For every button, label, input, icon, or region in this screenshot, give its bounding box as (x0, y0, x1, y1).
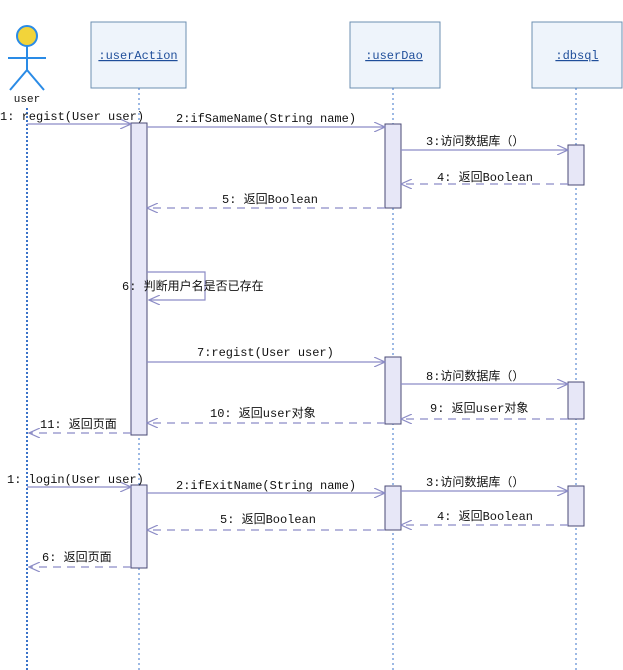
message-label: 7:regist(User user) (197, 346, 334, 360)
message-label: 8:访问数据库（） (426, 368, 524, 384)
message-label: 6: 返回页面 (42, 550, 112, 565)
message-5-return-boolean[interactable]: 5: 返回Boolean (147, 512, 385, 530)
object-userDao[interactable]: :userDao (349, 21, 441, 89)
message-label: 10: 返回user对象 (210, 406, 316, 421)
object-label: :dbsql (555, 49, 598, 63)
message-1-regist[interactable]: 1: regist(User user) (0, 110, 144, 124)
activation-bar (384, 485, 402, 531)
message-label: 1: regist(User user) (0, 110, 144, 124)
message-label: 4: 返回Boolean (437, 509, 533, 524)
message-10-return-user[interactable]: 10: 返回user对象 (147, 406, 385, 423)
message-label: 3:访问数据库（） (426, 474, 524, 490)
object-userAction[interactable]: :userAction (90, 21, 187, 89)
message-6-self-check[interactable]: 6: 判断用户名是否已存在 (122, 271, 264, 300)
activation-bar (384, 123, 402, 209)
message-1-login[interactable]: 1: login(User user) (7, 473, 144, 487)
activation-bar (567, 485, 585, 527)
message-3-access-db[interactable]: 3:访问数据库（） (401, 133, 568, 150)
message-label: 1: login(User user) (7, 473, 144, 487)
message-label: 5: 返回Boolean (222, 192, 318, 207)
message-label: 2:ifSameName(String name) (176, 112, 356, 126)
actor-label: user (14, 94, 40, 106)
object-label: :userAction (98, 49, 177, 63)
message-2-ifSameName[interactable]: 2:ifSameName(String name) (147, 112, 385, 127)
message-7-regist[interactable]: 7:regist(User user) (147, 346, 385, 362)
message-9-return-user[interactable]: 9: 返回user对象 (401, 401, 568, 419)
activation-bar (130, 484, 148, 569)
message-label: 4: 返回Boolean (437, 170, 533, 185)
message-3-access-db[interactable]: 3:访问数据库（） (401, 474, 568, 491)
activation-bar (384, 356, 402, 425)
object-dbsql[interactable]: :dbsql (531, 21, 623, 89)
message-label: 9: 返回user对象 (430, 401, 528, 416)
message-label: 3:访问数据库（） (426, 133, 524, 149)
message-label: 6: 判断用户名是否已存在 (122, 278, 264, 294)
activation-bar (567, 381, 585, 420)
activation-bar (130, 122, 148, 436)
activation-bar (567, 144, 585, 186)
message-2-ifExitName[interactable]: 2:ifExitName(String name) (147, 479, 385, 493)
message-4-return-boolean[interactable]: 4: 返回Boolean (401, 509, 568, 525)
message-6-return-page[interactable]: 6: 返回页面 (29, 550, 131, 567)
message-label: 11: 返回页面 (40, 417, 117, 432)
stick-figure-actor-icon (8, 25, 46, 91)
object-label: :userDao (365, 49, 423, 63)
actor-user[interactable]: user (8, 25, 46, 106)
message-label: 5: 返回Boolean (220, 512, 316, 527)
message-5-return-boolean[interactable]: 5: 返回Boolean (147, 192, 385, 208)
message-label: 2:ifExitName(String name) (176, 479, 356, 493)
message-8-access-db[interactable]: 8:访问数据库（） (401, 368, 568, 384)
message-4-return-boolean[interactable]: 4: 返回Boolean (401, 170, 568, 185)
message-11-return-page[interactable]: 11: 返回页面 (29, 417, 131, 433)
